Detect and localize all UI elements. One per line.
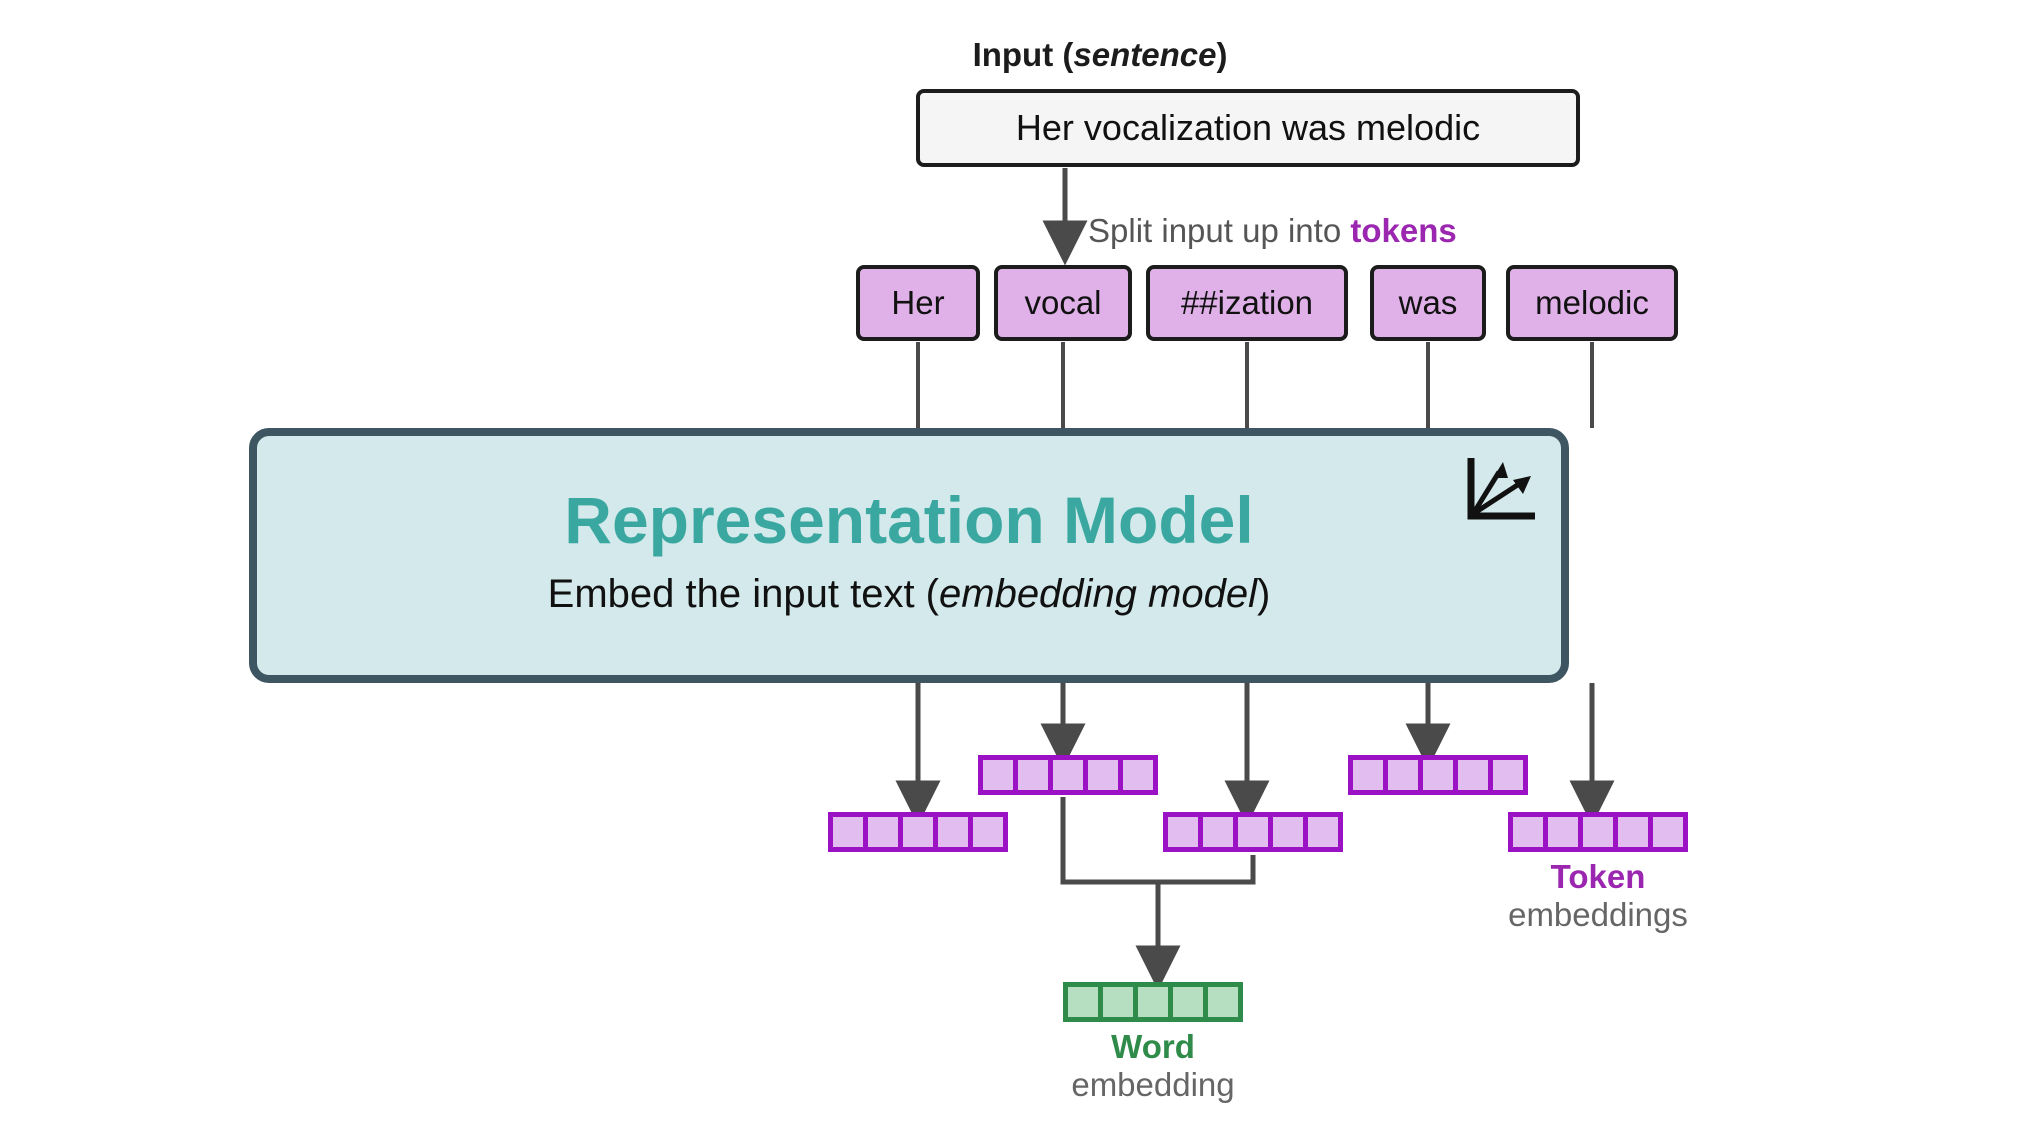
model-subtitle-prefix: Embed the input text (	[547, 572, 939, 616]
input-caption-emphasis: sentence	[1073, 36, 1217, 73]
token-label: melodic	[1535, 284, 1649, 321]
embedding-cell	[1308, 817, 1338, 847]
embedding-cell	[1583, 817, 1618, 847]
input-caption: Input (sentence)	[900, 36, 1300, 74]
embedding-cell	[1068, 987, 1103, 1017]
input-caption-prefix: Input (	[972, 36, 1074, 73]
model-subtitle-emphasis: embedding model	[939, 572, 1257, 616]
token-embedding-her	[828, 812, 1008, 852]
token-label: Her	[891, 284, 945, 321]
embedding-cell	[1273, 817, 1308, 847]
model-title: Representation Model	[564, 483, 1254, 557]
embedding-cell	[1548, 817, 1583, 847]
model-subtitle-suffix: )	[1257, 572, 1271, 616]
embedding-cell	[1103, 987, 1138, 1017]
embedding-cell	[1458, 760, 1493, 790]
embedding-cell	[1088, 760, 1123, 790]
model-subtitle: Embed the input text (embedding model)	[257, 572, 1561, 617]
split-step-accent: tokens	[1350, 212, 1457, 249]
embedding-cell	[1423, 760, 1458, 790]
embedding-cell	[868, 817, 903, 847]
token-label: vocal	[1024, 284, 1102, 321]
embedding-cell	[1653, 817, 1683, 847]
representation-model-box[interactable]: Representation Model Embed the input tex…	[249, 428, 1569, 683]
embedding-cell	[1208, 987, 1238, 1017]
input-sentence-text: Her vocalization was melodic	[1015, 107, 1481, 148]
embedding-cell	[1618, 817, 1653, 847]
embedding-cell	[973, 817, 1003, 847]
embedding-cell	[1238, 817, 1273, 847]
input-caption-suffix: )	[1216, 36, 1228, 73]
embedding-cell	[1173, 987, 1208, 1017]
embedding-cell	[983, 760, 1018, 790]
word-embedding-label-strong: Word	[1111, 1028, 1195, 1065]
embedding-cell	[1513, 817, 1548, 847]
embedding-cell	[1388, 760, 1423, 790]
token-embedding-ization	[1163, 812, 1343, 852]
embedding-cell	[1123, 760, 1153, 790]
embedding-cell	[1353, 760, 1388, 790]
token-box-her[interactable]: Her	[856, 265, 980, 341]
embedding-cell	[1138, 987, 1173, 1017]
embedding-cell	[938, 817, 973, 847]
token-label: was	[1398, 284, 1458, 321]
token-embeddings-caption: Token embeddings	[1498, 858, 1698, 934]
split-step-text: Split input up into	[1088, 212, 1351, 249]
embedding-cell	[1168, 817, 1203, 847]
embedding-cell	[833, 817, 868, 847]
token-label: ##ization	[1180, 284, 1314, 321]
token-embedding-vocal	[978, 755, 1158, 795]
embedding-cell	[1018, 760, 1053, 790]
token-embeddings-label-sub: embeddings	[1508, 896, 1688, 933]
embedding-cell	[1053, 760, 1088, 790]
word-embedding-caption: Word embedding	[1053, 1028, 1253, 1104]
token-embedding-was	[1348, 755, 1528, 795]
token-box-ization[interactable]: ##ization	[1146, 265, 1348, 341]
token-box-vocal[interactable]: vocal	[994, 265, 1132, 341]
word-embedding-label-sub: embedding	[1071, 1066, 1235, 1103]
split-step-label: Split input up into tokens	[1088, 212, 1457, 250]
embedding-cell	[903, 817, 938, 847]
token-embeddings-label-strong: Token	[1550, 858, 1646, 895]
token-box-melodic[interactable]: melodic	[1506, 265, 1678, 341]
embedding-cell	[1493, 760, 1523, 790]
vector-axes-icon	[1467, 458, 1535, 520]
token-embedding-melodic	[1508, 812, 1688, 852]
token-box-was[interactable]: was	[1370, 265, 1486, 341]
embedding-cell	[1203, 817, 1238, 847]
input-sentence-box[interactable]: Her vocalization was melodic	[916, 89, 1580, 167]
word-embedding-vector	[1063, 982, 1243, 1022]
